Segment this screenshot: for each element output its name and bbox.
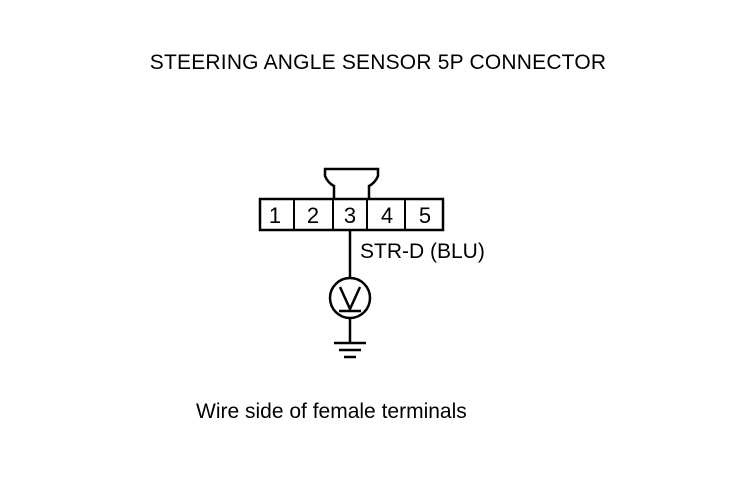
diagram-title: STEERING ANGLE SENSOR 5P CONNECTOR <box>149 51 607 74</box>
terminal-dividers <box>293 199 406 230</box>
terminal-3: 3 <box>344 203 356 228</box>
connector-latch <box>323 167 380 199</box>
terminal-2: 2 <box>307 203 319 228</box>
terminal-4: 4 <box>381 203 393 228</box>
terminal-1: 1 <box>269 203 281 228</box>
wire-label: STR-D (BLU) <box>360 240 485 263</box>
terminal-5: 5 <box>419 203 431 228</box>
footer-caption: Wire side of female terminals <box>196 400 467 423</box>
connector-body <box>258 197 445 232</box>
voltmeter-icon <box>328 276 372 320</box>
ground-icon <box>334 341 366 359</box>
